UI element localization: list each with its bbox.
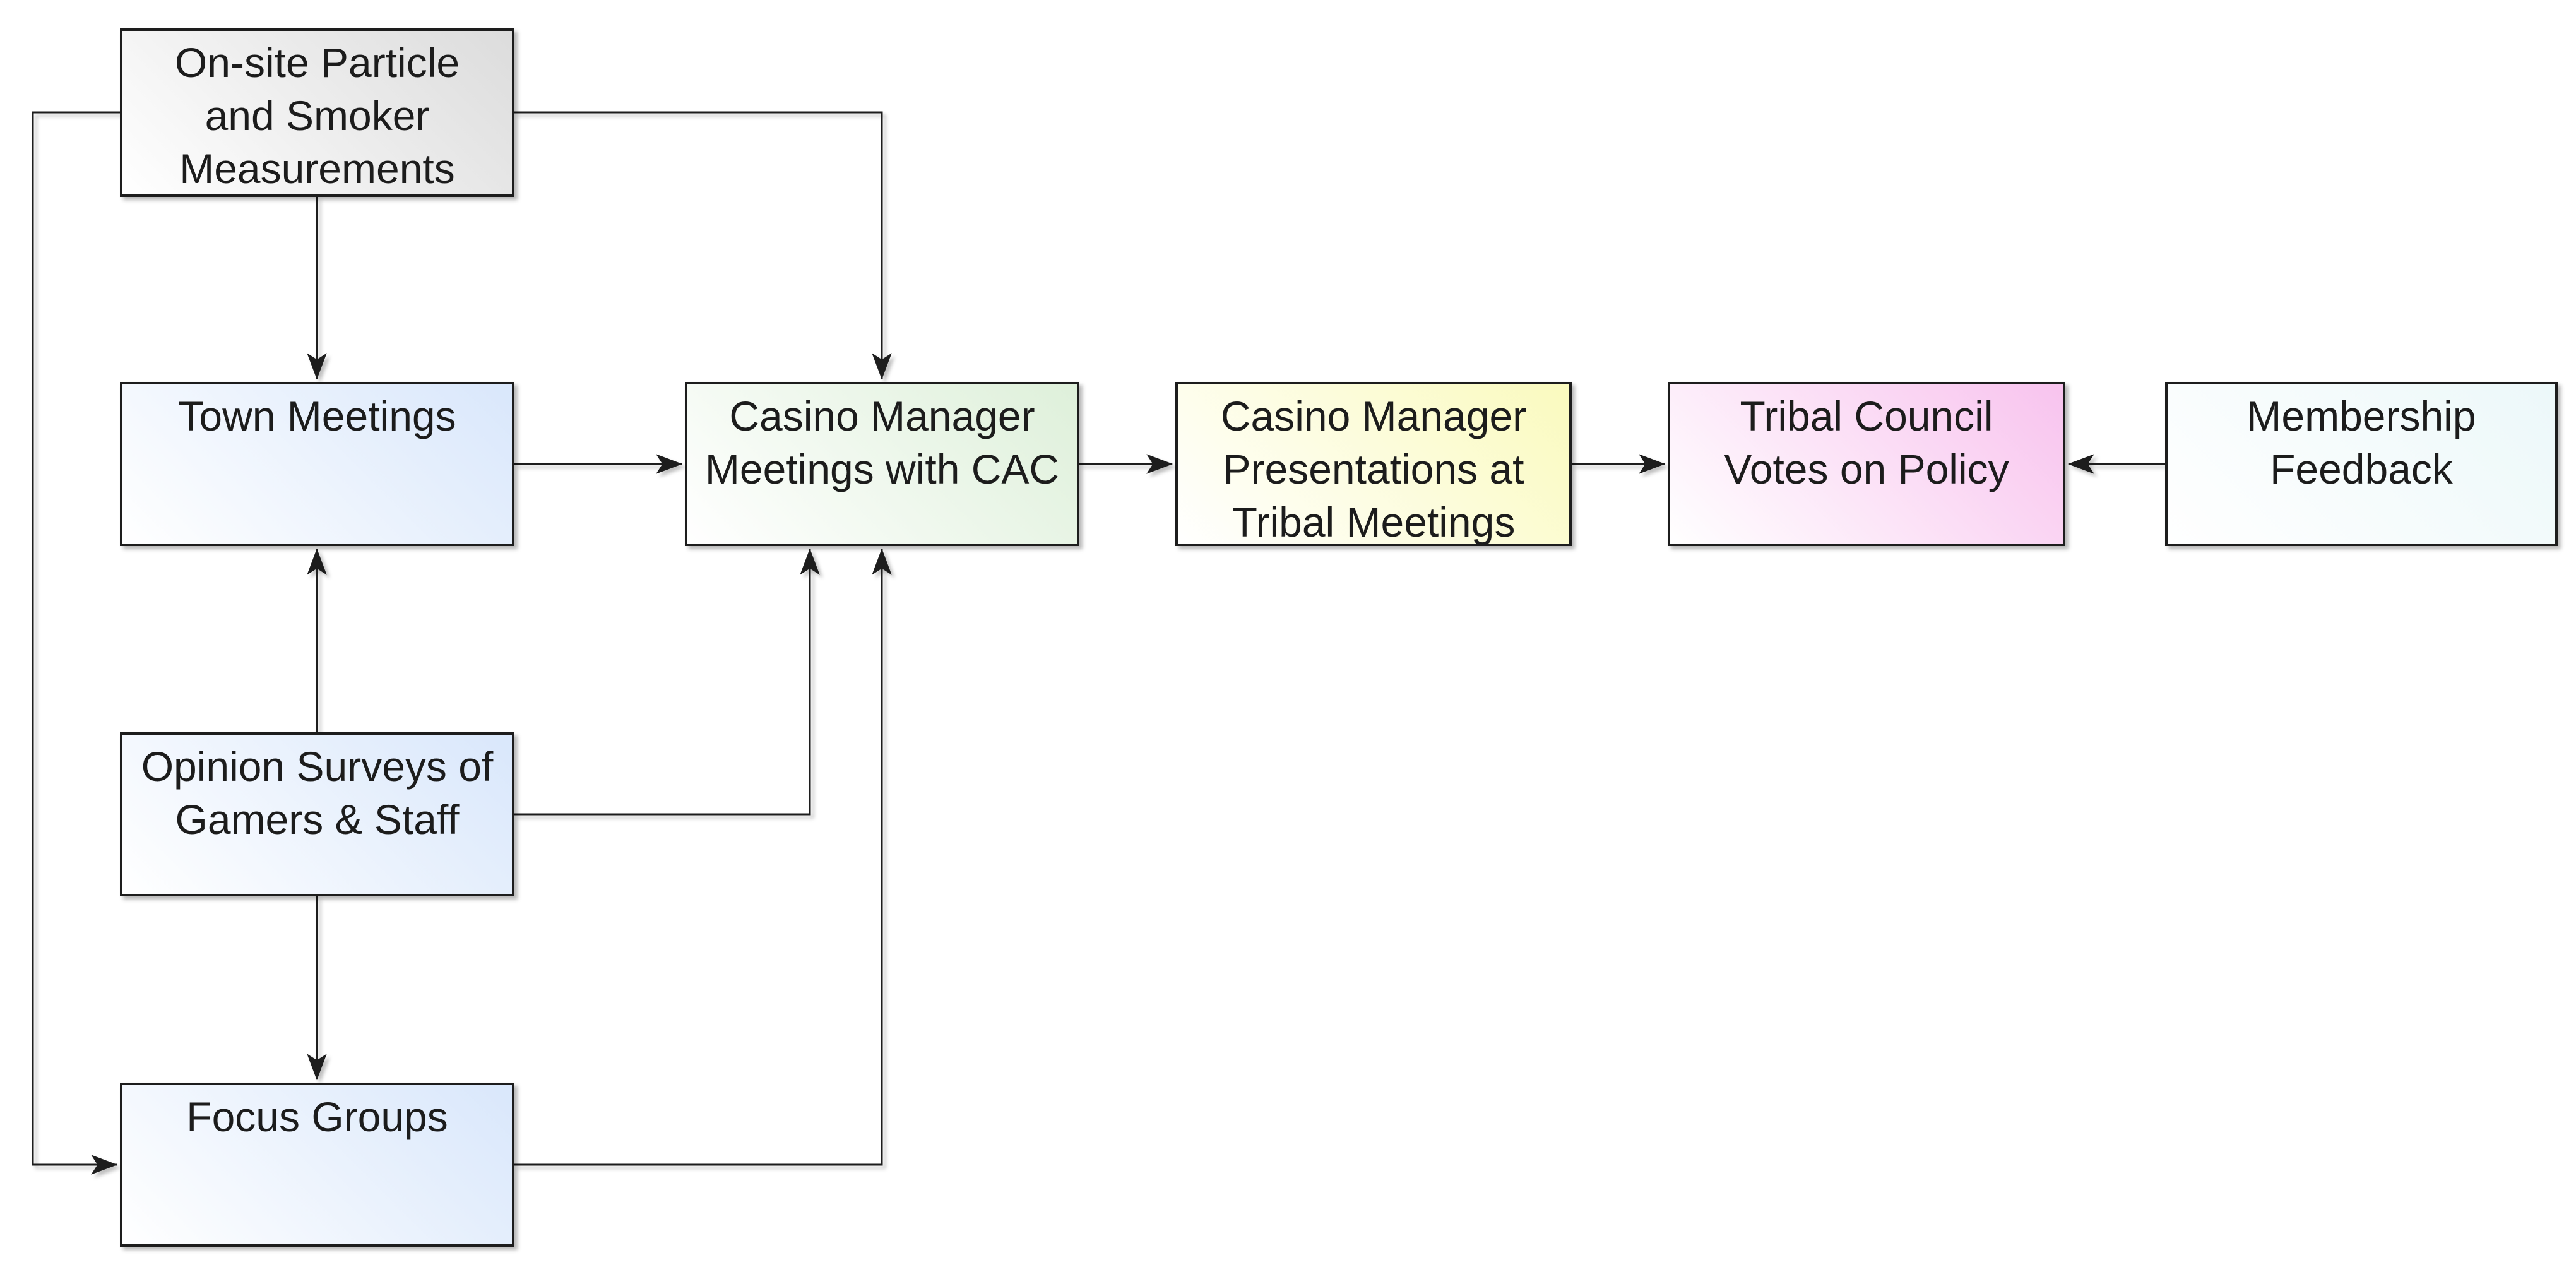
node-focus-groups-label: Focus Groups <box>186 1093 448 1140</box>
node-cac-meetings: Casino Manager Meetings with CAC <box>685 382 1079 546</box>
connector-surveys-to-cac <box>514 548 820 816</box>
connector-focus-to-cac <box>514 548 892 1166</box>
node-cac-meetings-label: Casino Manager Meetings with CAC <box>704 393 1060 492</box>
node-tribal-presentations: Casino Manager Presentations at Tribal M… <box>1175 382 1572 546</box>
node-council-vote: Tribal Council Votes on Policy <box>1668 382 2065 546</box>
node-membership-feedback-label: Membership Feedback <box>2247 393 2476 492</box>
node-council-vote-label: Tribal Council Votes on Policy <box>1724 393 2009 492</box>
connector-onsite-to-cac <box>514 111 892 380</box>
node-opinion-surveys: Opinion Surveys of Gamers & Staff <box>120 732 514 896</box>
node-town-meetings-label: Town Meetings <box>178 393 456 439</box>
node-town-meetings: Town Meetings <box>120 382 514 546</box>
node-onsite-measurements-label: On-site Particle and Smoker Measurements <box>174 39 460 192</box>
node-opinion-surveys-label: Opinion Surveys of Gamers & Staff <box>141 743 494 843</box>
node-tribal-presentations-label: Casino Manager Presentations at Tribal M… <box>1220 393 1527 545</box>
node-membership-feedback: Membership Feedback <box>2165 382 2558 546</box>
connector-onsite-to-focus <box>32 111 120 1175</box>
node-focus-groups: Focus Groups <box>120 1083 514 1247</box>
node-onsite-measurements: On-site Particle and Smoker Measurements <box>120 28 514 197</box>
